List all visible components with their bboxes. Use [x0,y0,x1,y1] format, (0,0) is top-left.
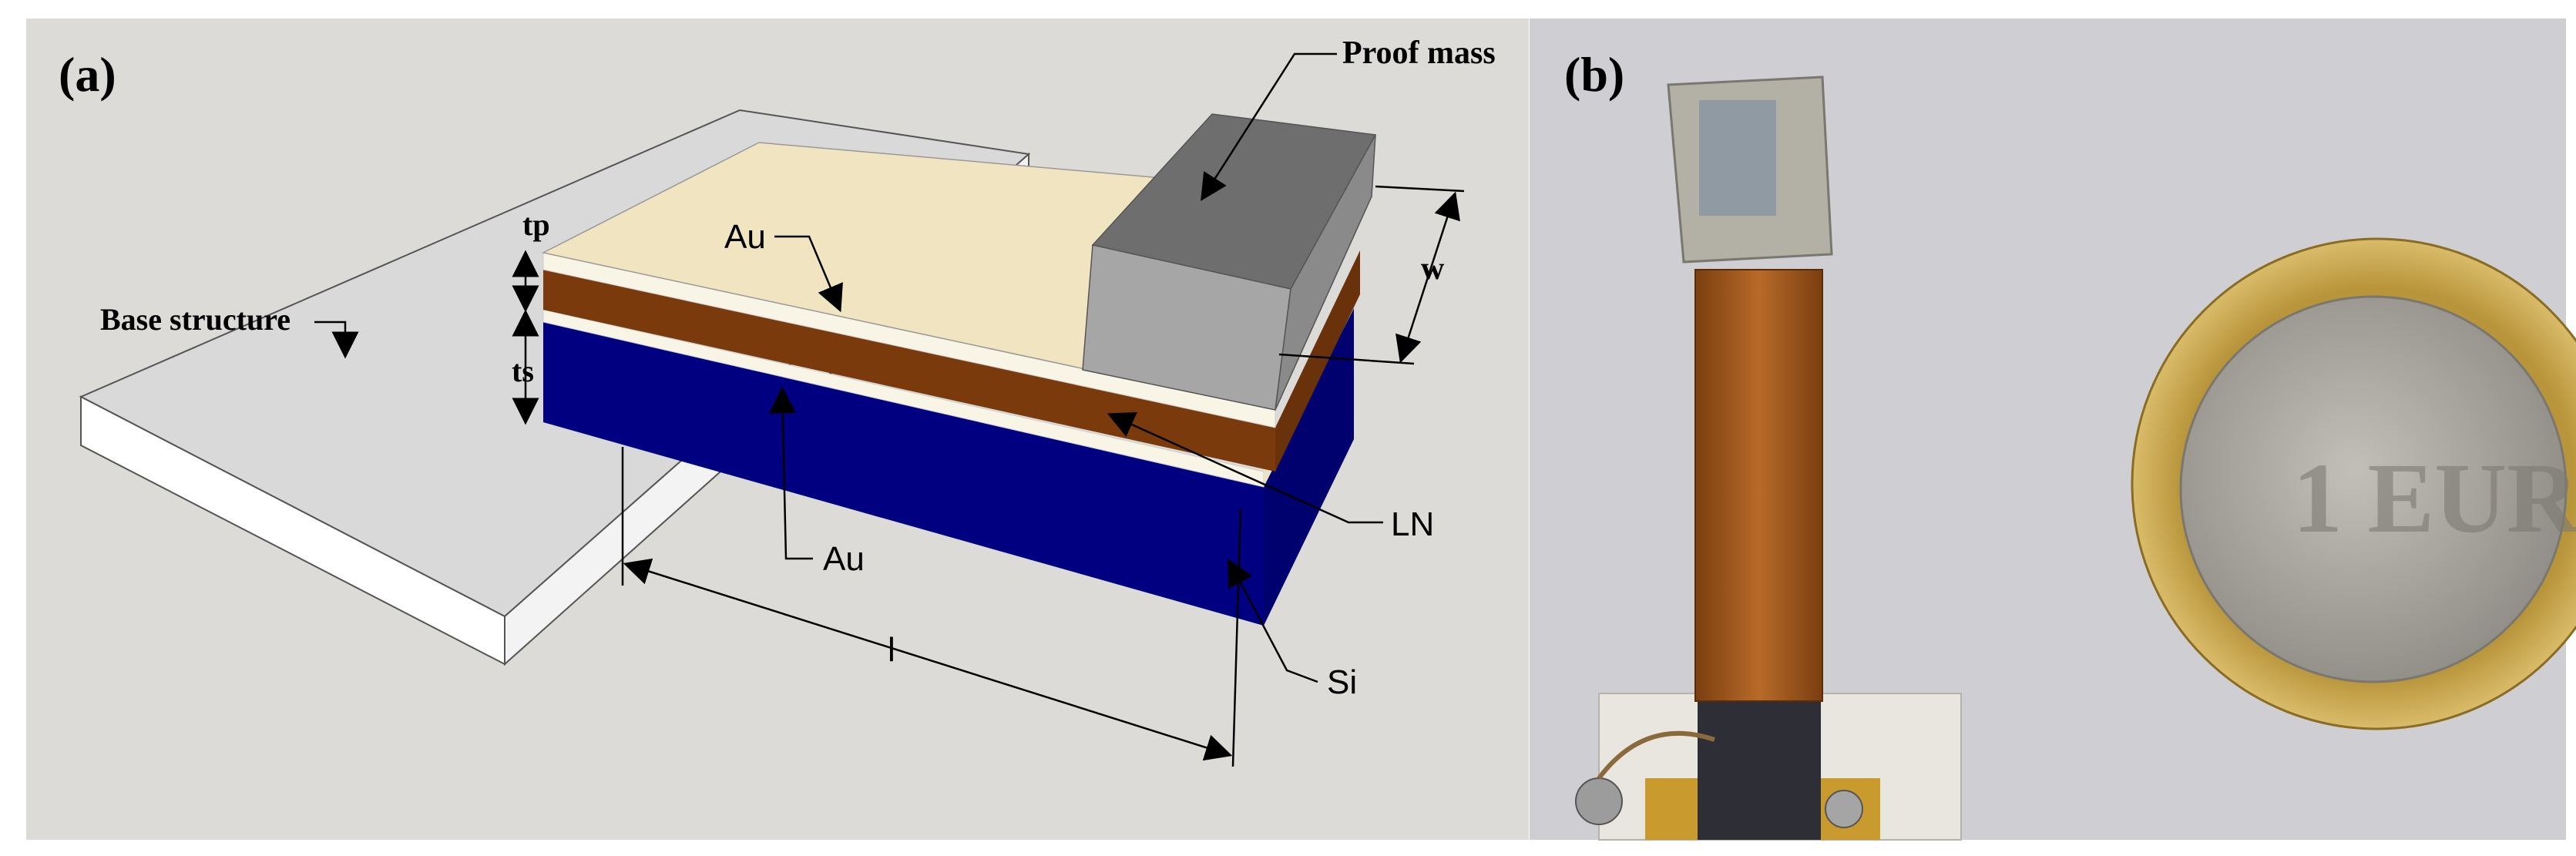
au-top-leader [774,235,843,313]
leader-arrows [314,52,1383,683]
w-extension-bottom [1278,353,1415,365]
cantilever-beam [1695,270,1822,701]
panel-a-label: (a) [59,47,116,102]
panel-b-label: (b) [1564,47,1624,102]
device-photo: 1 EURO (b) [1530,18,2576,841]
w-label: w [1421,251,1445,287]
proof-mass-label: Proof mass [1342,35,1496,71]
ln-leader [1107,412,1383,524]
silicon-front-face [543,322,1264,626]
clamp-block [1698,690,1821,840]
w-extension-top [1375,185,1465,193]
schematic-figure: (a) Proof mass Base structure Au Au LN S… [26,18,1529,840]
si-leader [1228,558,1318,683]
proof-mass-photo-inset [1699,100,1776,216]
tp-label: tp [522,207,550,242]
lithium-niobate-side [1275,250,1360,472]
proof-mass-side-face [1275,134,1376,411]
euro-coin: 1 EURO [2131,237,2576,730]
au-top-label: Au [724,218,766,256]
l-label: l [888,631,895,669]
lead-wire [1597,730,1715,780]
base-structure-label: Base structure [100,302,291,337]
au-bottom-leader [769,386,813,560]
ln-label: LN [1391,505,1434,543]
silicon-side-face [1264,308,1354,626]
silicon-layer [543,308,1354,626]
ts-label: ts [512,354,534,388]
dimension-annotations [512,185,1465,767]
l-dimension-line [623,558,1233,761]
w-dimension-line [1395,191,1460,364]
photo-panel: 1 EURO (b) [1530,0,2576,856]
au-bottom-label: Au [823,540,865,578]
schematic-panel: (a) Proof mass Base structure Au Au LN S… [26,18,1529,840]
coin-text: 1 EURO [2292,443,2576,554]
solder-joint-left [1575,777,1623,825]
proof-mass-leader [1201,52,1337,201]
solder-joint-right [1825,790,1863,828]
base-structure-leader [314,321,359,359]
coin-center [2179,295,2568,683]
cantilever-edge [1694,269,1823,702]
lithium-niobate-front [543,270,1275,472]
si-label: Si [1327,663,1357,701]
l-extension-right [1231,508,1242,767]
proof-mass-block [1082,113,1377,411]
